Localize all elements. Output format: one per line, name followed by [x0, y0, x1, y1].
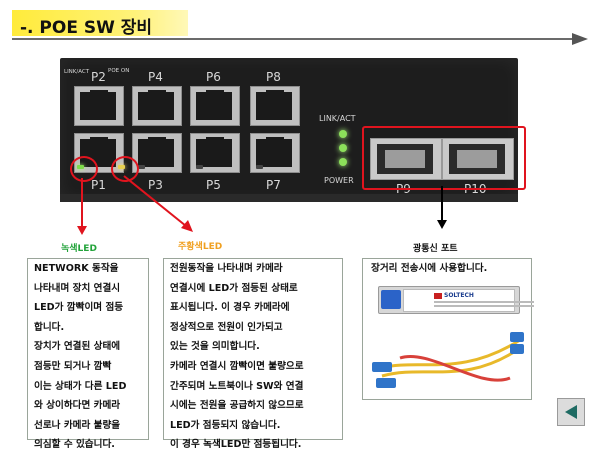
caption-optical-port: 광통신 포트 — [413, 244, 458, 254]
port-label-p6: P6 — [206, 70, 221, 84]
arrow-amber-line — [123, 175, 187, 227]
divider-arrow-icon — [572, 33, 588, 45]
green-line-6: 점등만 되거나 깜빡 — [34, 360, 112, 372]
spec-line-2 — [434, 305, 534, 307]
port-label-p5: P5 — [206, 178, 221, 192]
green-led-description-box: NETWORK 동작을 나타내며 장치 연결시 LED가 깜빡이며 점등 합니다… — [27, 258, 149, 450]
fiber-yellow-strand — [379, 338, 521, 370]
status-led-power — [339, 158, 347, 166]
port-label-p1: P1 — [91, 178, 106, 192]
ethernet-port-p8 — [250, 86, 300, 126]
ethernet-port-p2 — [74, 86, 124, 126]
highlight-sfp-ports — [362, 126, 526, 190]
amber-line-7: 간주되며 노트북이나 SW와 연결 — [170, 380, 304, 392]
amber-line-4: 정상적으로 전원이 인가되고 — [170, 321, 283, 333]
green-line-7: 이는 상태가 다른 LED — [34, 380, 127, 392]
sfp-brand: SOLTECH — [444, 292, 474, 299]
amber-line-9: LED가 점등되지 않습니다. — [170, 419, 281, 431]
fiber-patch-cable-image — [372, 332, 524, 388]
port-led-legend-link: LINK/ACT — [64, 69, 90, 75]
green-line-2: 나타내며 장치 연결시 — [34, 282, 121, 294]
optical-port-description: 장거리 전송시에 사용합니다. — [371, 263, 488, 274]
amber-line-10: 이 경우 녹색LED만 점등됩니다. — [170, 439, 302, 451]
green-line-10: 의심할 수 있습니다. — [34, 439, 115, 451]
lc-connector-2-icon — [376, 378, 396, 388]
amber-led-description: 전원동작을 나타내며 카메라 연결시에 LED가 점등된 상태로 표시됩니다. … — [170, 259, 304, 455]
fiber-yellow-strand-2 — [381, 346, 521, 378]
lc-connector-4-icon — [510, 344, 524, 354]
fiber-red-strand — [399, 355, 511, 382]
port-label-p8: P8 — [266, 70, 281, 84]
port-label-p3: P3 — [148, 178, 163, 192]
amber-line-1: 전원동작을 나타내며 카메라 — [170, 263, 283, 274]
green-line-3: LED가 깜빡이며 점등 — [34, 302, 124, 314]
led-p5-link — [196, 165, 203, 169]
amber-line-3: 표시됩니다. 이 경우 카메라에 — [170, 302, 290, 314]
amber-line-5: 있는 것을 의미합니다. — [170, 341, 260, 353]
green-line-9: 선로나 카메라 불량을 — [34, 419, 121, 431]
status-label-power: POWER — [324, 176, 354, 185]
arrow-sfp-line — [441, 186, 443, 221]
arrow-green-line — [81, 178, 83, 228]
green-led-description: NETWORK 동작을 나타내며 장치 연결시 LED가 깜빡이며 점등 합니다… — [34, 259, 126, 455]
poe-switch-front-panel: LINK/ACT POE ON P2 P4 P6 P8 P1 P3 P5 P7 … — [60, 58, 518, 200]
arrow-amber-head-icon — [181, 220, 193, 232]
caption-green-led: 녹색LED — [61, 244, 97, 254]
sfp-port-p9 — [370, 138, 442, 180]
ethernet-port-p4 — [132, 86, 182, 126]
arrow-down-icon — [77, 226, 87, 235]
led-p3-link — [138, 165, 145, 169]
amber-line-8: 시에는 전원을 공급하지 않으므로 — [170, 400, 304, 412]
previous-page-button[interactable] — [557, 398, 585, 426]
port-label-p4: P4 — [148, 70, 163, 84]
port-label-p7: P7 — [266, 178, 281, 192]
ethernet-port-p6 — [190, 86, 240, 126]
arrow-down-black-icon — [437, 220, 447, 229]
green-line-8: 와 상이하다면 카메라 — [34, 400, 121, 412]
sfp-latch — [381, 290, 401, 309]
port-led-legend-poe: POE ON — [108, 68, 130, 74]
title-divider — [12, 38, 577, 40]
amber-line-2: 연결시에 LED가 점등된 상태로 — [170, 282, 298, 294]
green-line-1: NETWORK 동작을 — [34, 263, 119, 274]
highlight-amber-led — [111, 156, 139, 182]
lc-connector-1-icon — [372, 362, 392, 372]
optical-port-description-box: 장거리 전송시에 사용합니다. — [362, 258, 532, 400]
caption-amber-led: 주황색LED — [178, 242, 223, 252]
port-label-p2: P2 — [91, 70, 106, 84]
amber-led-description-box: 전원동작을 나타내며 카메라 연결시에 LED가 점등된 상태로 표시됩니다. … — [163, 258, 343, 450]
sfp-module-label: SOLTECH — [403, 289, 534, 312]
green-line-4: 합니다. — [34, 321, 65, 333]
green-line-5: 장치가 연결된 상태에 — [34, 341, 121, 353]
led-p7-link — [256, 165, 263, 169]
status-label-link-act: LINK/ACT — [319, 114, 356, 123]
title-highlight — [12, 10, 188, 36]
sfp-module-image: SOLTECH — [378, 286, 534, 314]
spec-line-1 — [434, 301, 534, 303]
sfp-port-p10 — [442, 138, 514, 180]
page-title: -. POE SW 장비 — [20, 18, 153, 38]
brand-mark-icon — [434, 293, 442, 299]
panel-base — [60, 194, 518, 202]
lc-connector-3-icon — [510, 332, 524, 342]
status-led-link-2 — [339, 144, 347, 152]
highlight-green-led — [70, 156, 98, 182]
status-led-link-1 — [339, 130, 347, 138]
amber-line-6: 카메라 연결시 깜빡이면 불량으로 — [170, 360, 304, 372]
